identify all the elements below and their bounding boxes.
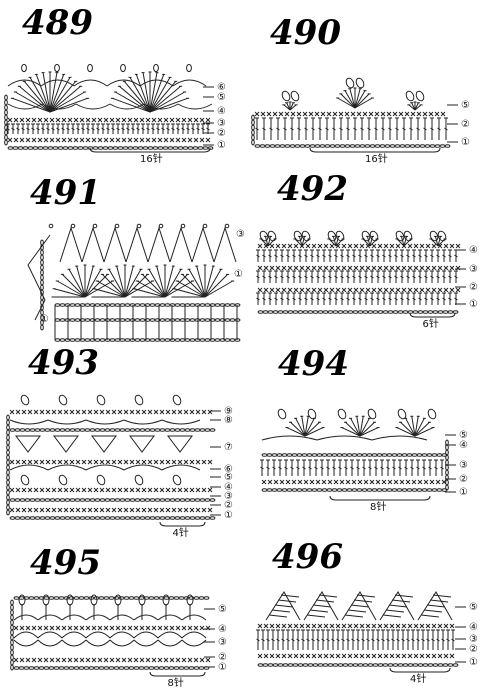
row-label: ② xyxy=(218,652,227,663)
row-label: ③ xyxy=(236,229,245,240)
row-label: ③ xyxy=(459,460,468,471)
row-label: ④ xyxy=(218,624,227,635)
row-label: ⑤ xyxy=(469,602,478,613)
chart-494: ⑤④ ③ ② ① 8针 xyxy=(260,408,468,513)
row-label: ⑧ xyxy=(224,415,233,426)
pattern-number-491: 491 xyxy=(30,173,101,213)
row-label: ⑦ xyxy=(224,442,233,453)
row-label: ④ xyxy=(469,245,478,256)
row-label: ⑤ xyxy=(459,430,468,441)
row-label: ② xyxy=(469,282,478,293)
row-label: ② xyxy=(224,500,233,511)
pattern-number-492: 492 xyxy=(277,169,348,209)
row-label: ④ xyxy=(224,482,233,493)
row-label: ③ xyxy=(469,634,478,645)
row-label: ① xyxy=(459,487,468,498)
pattern-number-490: 490 xyxy=(270,13,341,53)
row-label: ⑤ xyxy=(461,100,470,111)
row-label: ④ xyxy=(469,622,478,633)
row-label: ② xyxy=(461,119,470,130)
row-label: ⑨ xyxy=(224,406,233,417)
row-label: ④ xyxy=(217,106,226,117)
repeat-label: 8针 xyxy=(370,500,386,513)
chart-491: ③ ① ① xyxy=(27,223,245,342)
chart-495: ⑤ ④ ③ ②① 8针 xyxy=(10,594,227,689)
row-label: ① xyxy=(218,662,227,673)
row-label: ④ xyxy=(459,440,468,451)
repeat-label: 4针 xyxy=(173,526,189,539)
row-label: ① xyxy=(461,137,470,148)
repeat-label: 16针 xyxy=(140,152,163,165)
row-label: ① xyxy=(469,657,478,668)
repeat-label: 6针 xyxy=(423,317,439,330)
row-label: ③ xyxy=(469,264,478,275)
chart-492: ④ ③ ② ① 6针 xyxy=(256,230,478,330)
chart-490: ⑤ ② ① 16针 xyxy=(251,77,470,165)
row-label: ③ xyxy=(218,637,227,648)
pattern-number-494: 494 xyxy=(278,344,349,384)
row-label: ③ xyxy=(217,118,226,129)
row-label: ③ xyxy=(224,491,233,502)
row-label: ② xyxy=(469,644,478,655)
repeat-label: 16针 xyxy=(365,152,388,165)
chart-496: ⑤ ④③② ① 4针 xyxy=(256,591,478,685)
row-label: ⑤ xyxy=(224,472,233,483)
row-label: ⑤ xyxy=(217,92,226,103)
row-label: ① xyxy=(40,314,49,325)
row-label: ⑥ xyxy=(224,464,233,475)
row-label: ② xyxy=(217,128,226,139)
row-label: ② xyxy=(459,474,468,485)
row-label: ① xyxy=(234,269,243,280)
repeat-label: 8针 xyxy=(168,676,184,689)
pattern-number-496: 496 xyxy=(272,537,343,577)
row-label: ⑤ xyxy=(218,604,227,615)
pattern-number-489: 489 xyxy=(22,3,93,43)
row-label: ⑥ xyxy=(217,82,226,93)
pattern-number-493: 493 xyxy=(28,343,99,383)
pattern-number-495: 495 xyxy=(30,543,101,583)
row-label: ① xyxy=(224,510,233,521)
row-label: ① xyxy=(469,299,478,310)
row-label: ① xyxy=(217,140,226,151)
repeat-label: 4针 xyxy=(410,672,426,685)
